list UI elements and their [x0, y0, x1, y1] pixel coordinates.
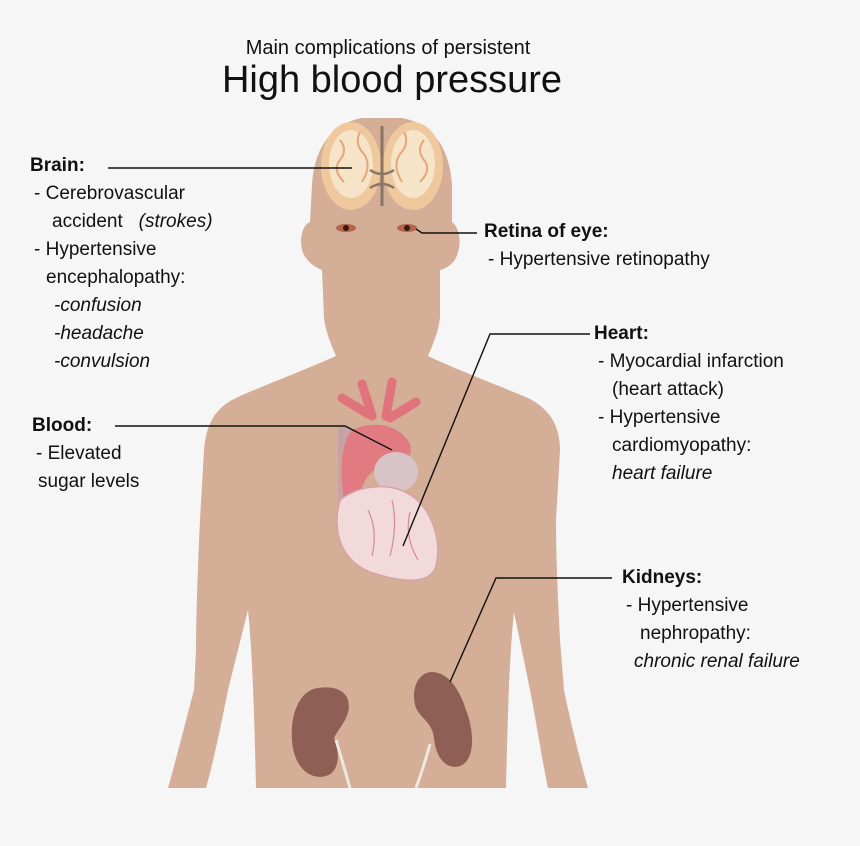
leader-line-retina [415, 228, 477, 234]
brain-label: Brain: - Cerebrovascular accident (strok… [30, 152, 213, 376]
heart-heading: Heart: [594, 323, 649, 344]
kidneys-item: nephropathy: [640, 623, 751, 644]
brain-symptom: -headache [54, 323, 144, 344]
kidneys-illustration [291, 672, 473, 789]
brain-item: encephalopathy: [46, 267, 186, 288]
leader-lines [108, 167, 612, 683]
leader-line-heart [402, 333, 590, 547]
heart-item: heart failure [612, 463, 713, 484]
diagram-title: High blood pressure [221, 59, 563, 101]
brain-item: accident [52, 211, 123, 232]
leader-line-blood [115, 425, 393, 451]
leader-line-kidneys [449, 577, 612, 683]
brain-symptom: -confusion [54, 295, 142, 316]
brain-heading: Brain: [30, 155, 85, 176]
blood-item: sugar levels [38, 471, 140, 492]
brain-illustration [321, 122, 443, 210]
blood-heading: Blood: [32, 415, 93, 436]
blood-label: Blood: - Elevated sugar levels [32, 412, 139, 496]
retina-label: Retina of eye: - Hypertensive retinopath… [484, 218, 710, 274]
brain-symptom: -convulsion [54, 351, 151, 372]
eyes-illustration [336, 224, 417, 232]
brain-item: - Cerebrovascular [34, 183, 185, 204]
brain-item: (strokes) [138, 211, 213, 232]
diagram-subtitle: Main complications of persistent [245, 37, 531, 59]
kidneys-heading: Kidneys: [622, 567, 703, 588]
heart-item: (heart attack) [612, 379, 724, 400]
heart-item: - Myocardial infarction [598, 351, 784, 372]
blood-item: - Elevated [36, 443, 122, 464]
heart-item: - Hypertensive [598, 407, 721, 428]
retina-heading: Retina of eye: [484, 221, 609, 242]
brain-item: - Hypertensive [34, 239, 157, 260]
heart-illustration [336, 377, 439, 581]
heart-item: cardiomyopathy: [612, 435, 752, 456]
kidneys-label: Kidneys: - Hypertensive nephropathy: chr… [622, 564, 800, 676]
kidneys-item: chronic renal failure [634, 651, 800, 672]
heart-label: Heart: - Myocardial infarction (heart at… [594, 320, 784, 488]
retina-item: - Hypertensive retinopathy [488, 249, 710, 270]
kidneys-item: - Hypertensive [626, 595, 749, 616]
